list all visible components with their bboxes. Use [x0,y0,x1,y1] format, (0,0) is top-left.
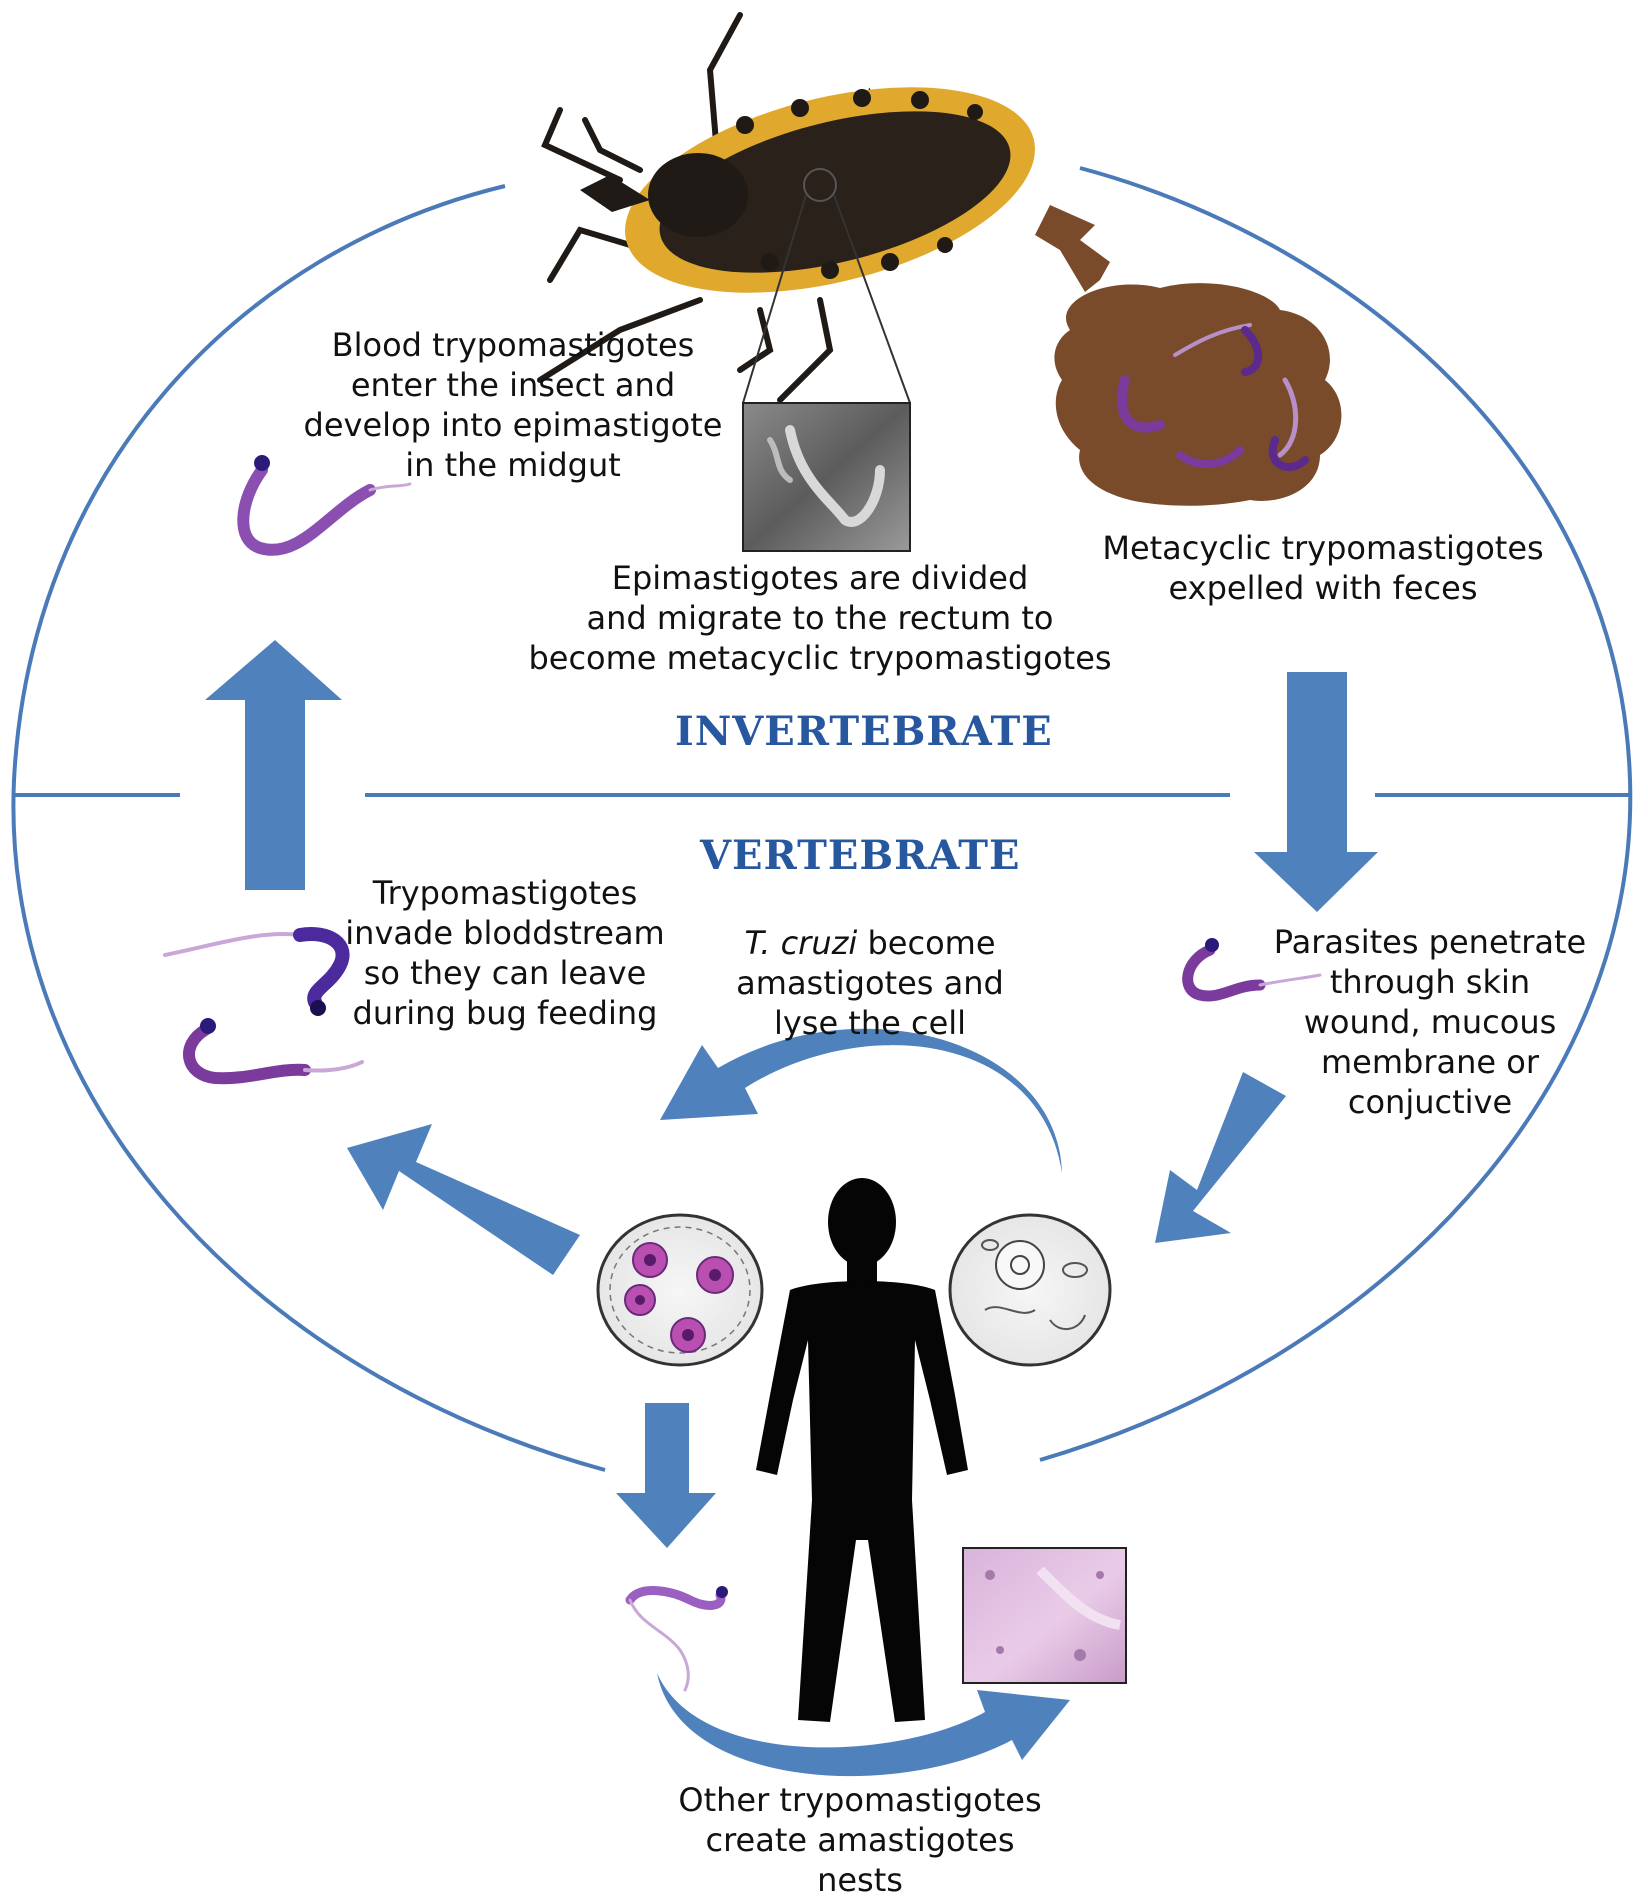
arrow-diagonal-to-cell [1155,1072,1286,1243]
parasites-penetrate-text: Parasites penetrate through skin wound, … [1273,923,1587,1121]
invade-bloodstream-text: Trypomastigotes invade bloddstream so th… [345,874,665,1032]
invertebrate-label: INVERTEBRATE [675,708,1053,755]
metacyclic-expelled-text: Metacyclic trypomastigotes expelled with… [1102,529,1544,607]
tcruzi-amastigotes-text: T. cruzi become amastigotes and lyse the… [720,923,1020,1043]
triatomine-bug-icon [537,12,1035,403]
trypomastigote-icon [625,1586,728,1692]
tcruzi-name: T. cruzi [744,924,858,962]
human-silhouette-icon [756,1178,968,1722]
epimastigotes-divided-text: Epimastigotes are divided and migrate to… [528,559,1112,677]
tissue-histology-icon [962,1547,1127,1684]
arrow-down-small [616,1403,716,1548]
trypomastigote-icon [1182,938,1322,1002]
blood-trypomastigotes-text: Blood trypomastigotes enter the insect a… [303,326,723,484]
curved-arrow-lyse [660,1028,1062,1173]
arrow-down [1254,672,1378,912]
trypomastigote-icon [163,927,350,1016]
arrow-up [205,640,342,890]
amastigote-nests-text: Other trypomastigotes create amastigotes… [678,1781,1042,1899]
curved-arrow-nests [657,1673,1070,1777]
feces-blob-icon [1035,205,1342,506]
cycle-ellipse [11,166,1633,1472]
host-cell-icon [948,1213,1112,1367]
tcruzi-rest: become amastigotes and lyse the cell [736,924,1004,1042]
trypomastigote-icon [237,455,412,556]
trypomastigote-icon [183,1018,364,1085]
arrow-left-to-bloodstream [347,1124,580,1275]
epimastigote-micrograph [742,402,911,552]
vertebrate-label: VERTEBRATE [700,832,1021,879]
micrograph-callout [742,194,911,404]
infected-cell-icon [596,1213,764,1367]
